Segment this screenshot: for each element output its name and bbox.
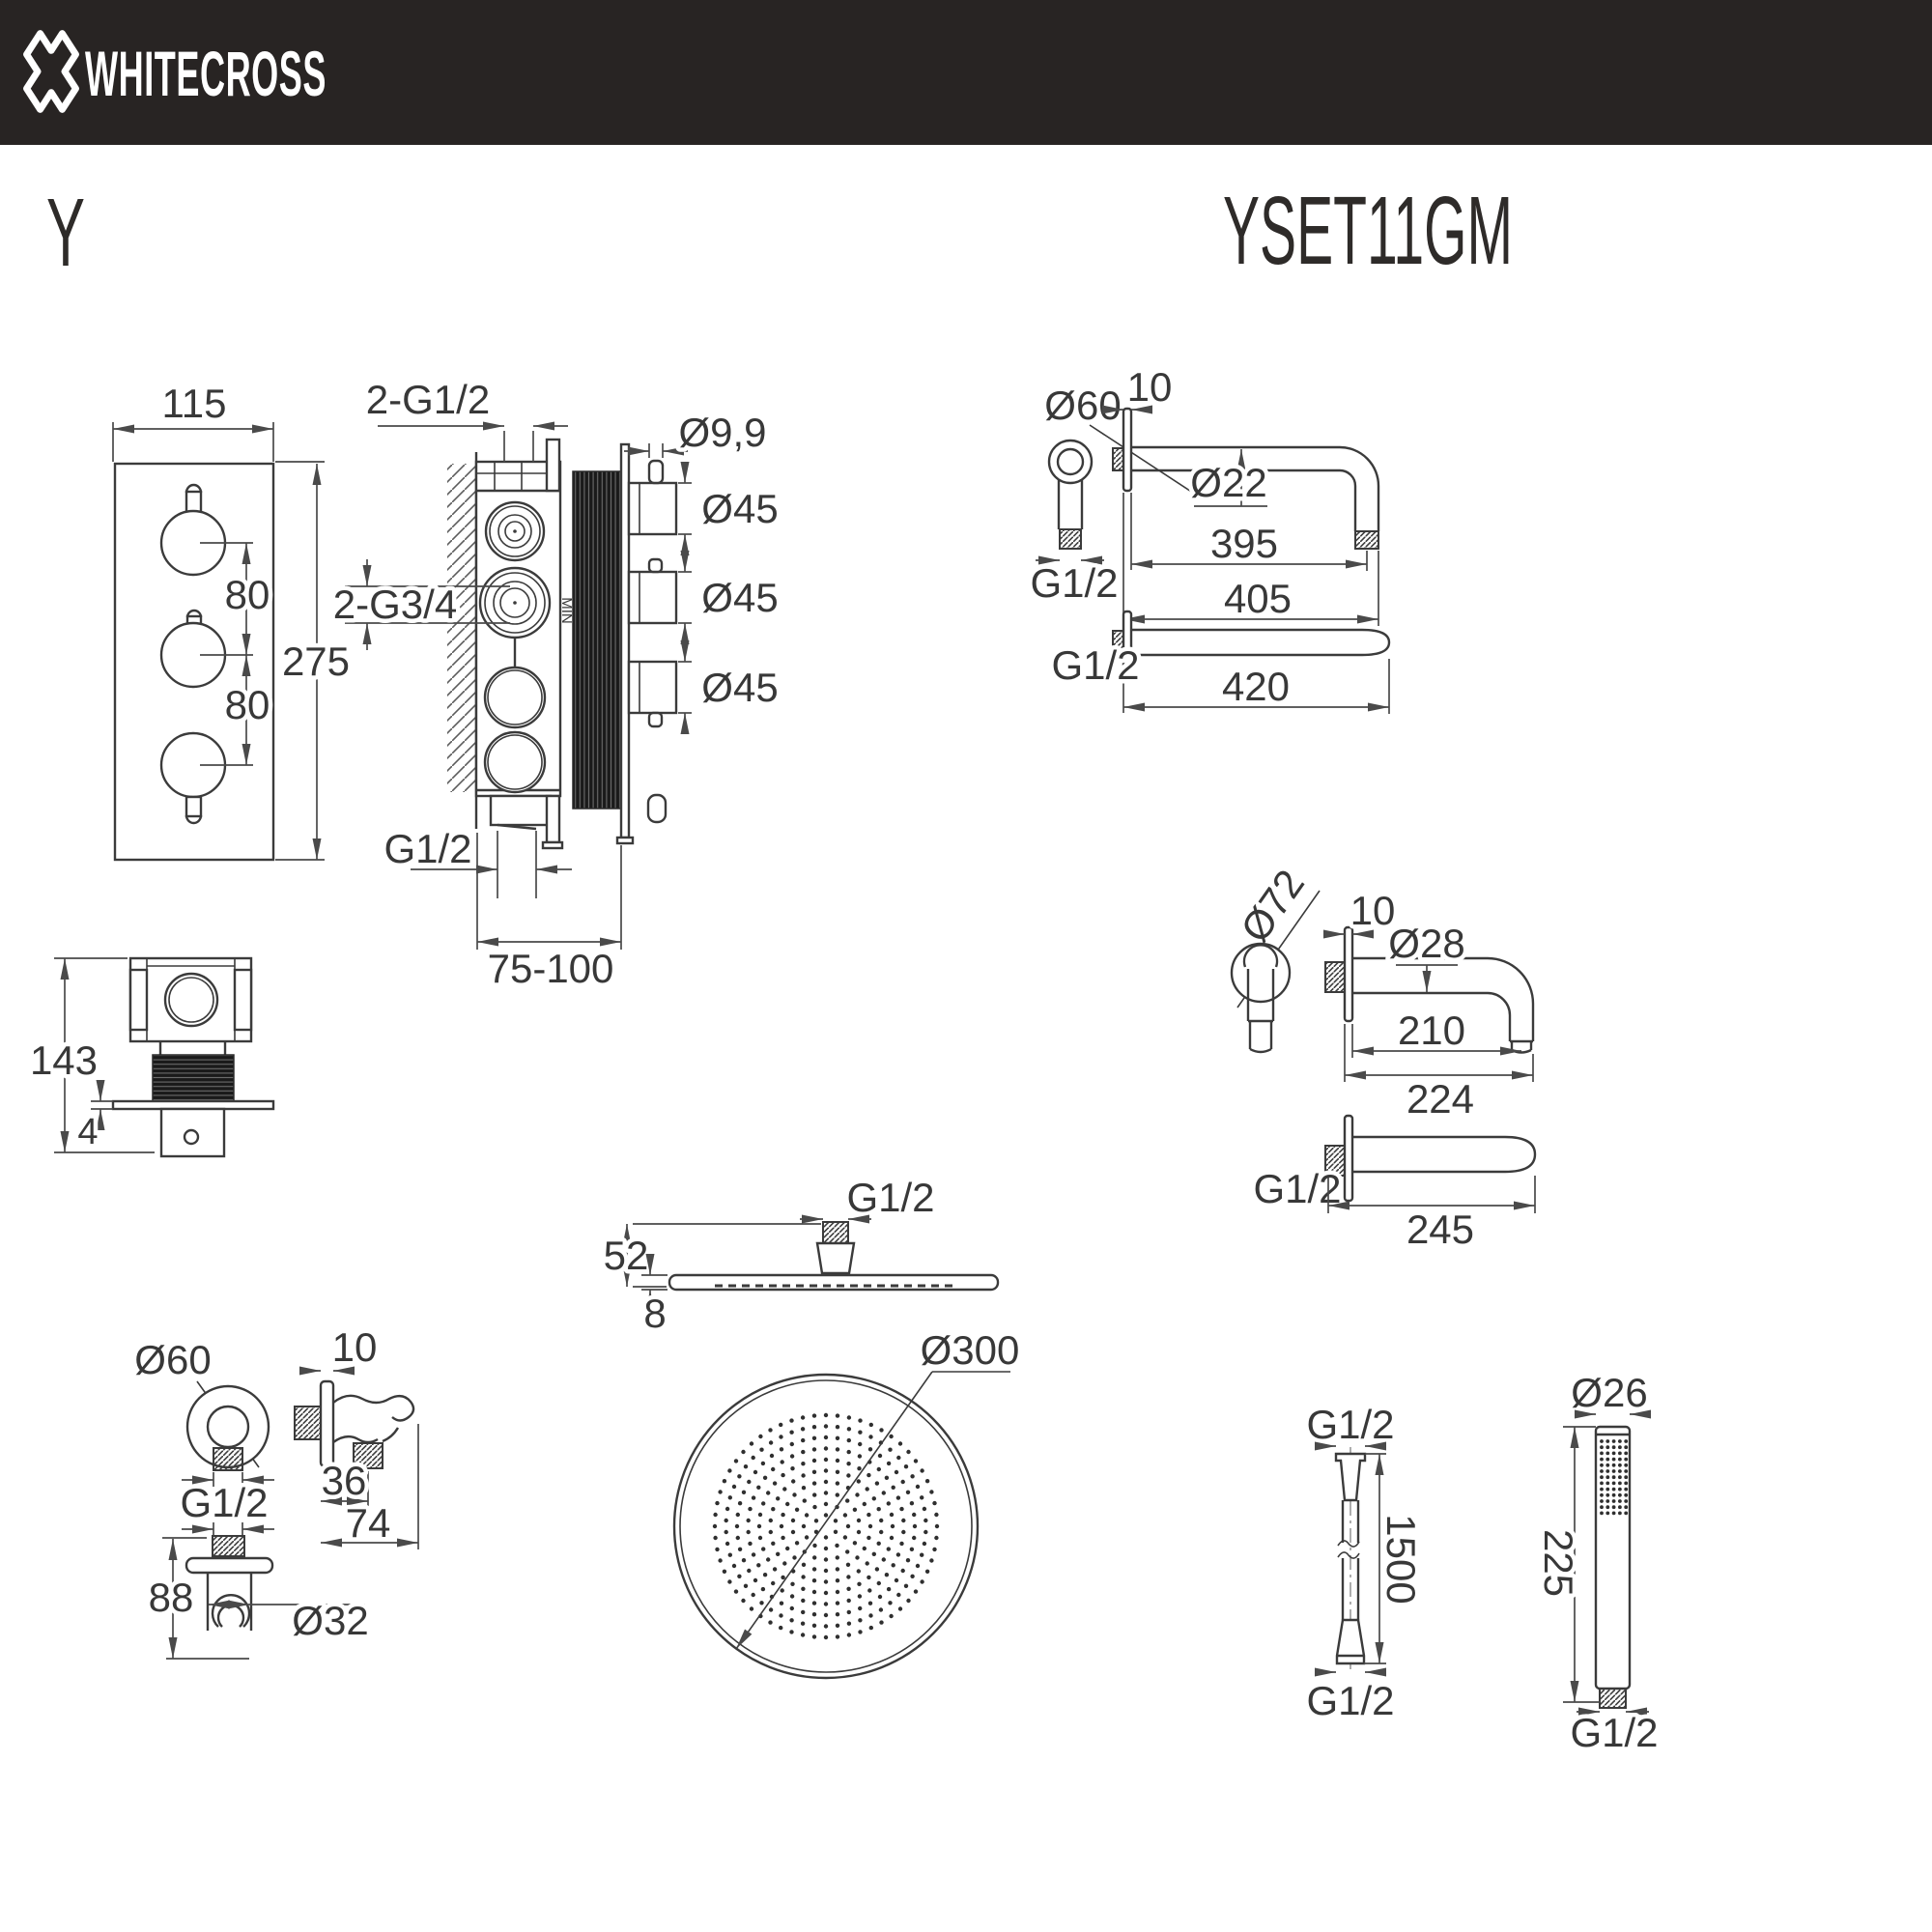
dim-bottom-outlet: G1/2	[384, 826, 471, 871]
dim-outlet-thread: G1/2	[180, 1480, 268, 1525]
dim-head-thickness: 8	[643, 1291, 666, 1336]
dim-arm-length: 405	[1224, 576, 1292, 621]
dim-plate-thickness: 4	[77, 1112, 98, 1152]
wall-hatch	[447, 464, 476, 792]
outlet-escutcheon	[185, 1556, 274, 1575]
valve-body-port	[163, 972, 219, 1028]
dim-outlet-stub: 36	[322, 1458, 367, 1503]
dim-outlet-height: 88	[149, 1575, 194, 1620]
dim-ceiling-arm-length: 420	[1222, 664, 1290, 709]
arm-wall-plate	[1122, 407, 1133, 493]
dim-head-diameter: Ø300	[921, 1327, 1020, 1373]
min-marking: MIN	[558, 597, 575, 624]
head-disc	[668, 1273, 1000, 1292]
head-nozzles	[712, 1412, 940, 1640]
product-series: Y	[46, 179, 85, 287]
dim-outlet-wall: 10	[332, 1324, 378, 1370]
dim-valve-height: 275	[282, 639, 350, 684]
dim-straight-spout-length: 245	[1406, 1207, 1474, 1252]
dim-holder-hook: Ø32	[292, 1598, 368, 1643]
dim-knob2-diameter: Ø45	[701, 575, 778, 620]
dim-stem-diameter: Ø9,9	[678, 410, 766, 455]
header-background	[0, 0, 1932, 145]
outlet-wall-plate	[319, 1379, 335, 1468]
dim-outlet-depth: 74	[346, 1500, 391, 1546]
dim-head-thread: G1/2	[846, 1175, 934, 1220]
brand-logo-x-icon	[27, 34, 76, 110]
dim-ceiling-arm-thread: G1/2	[1051, 642, 1139, 688]
dim-spout-flange: Ø72	[1232, 862, 1313, 951]
dim-knob3-diameter: Ø45	[701, 665, 778, 710]
depth-adjust-sleeve	[572, 470, 627, 810]
valve-side-drawing: MIN 2-G1/2 2-G3/4 Ø9,9 Ø45 Ø45	[328, 373, 782, 996]
dim-valve-width: 115	[162, 381, 227, 426]
dim-arm-reach: 395	[1210, 521, 1278, 566]
spout-wall-plate	[1343, 925, 1354, 1023]
handshower-nozzles	[1600, 1439, 1629, 1516]
dim-wall-depth: 75-100	[488, 946, 614, 991]
dim-spout-length: 224	[1406, 1076, 1474, 1122]
trim-plate-edge	[619, 442, 631, 839]
dim-hose-length: 1500	[1378, 1514, 1424, 1604]
spout-flange	[1230, 942, 1292, 1004]
product-code: YSET11GM	[1223, 177, 1513, 285]
valve-front-drawing: 115 275 80 80	[112, 377, 355, 862]
head-face	[672, 1373, 980, 1680]
dim-knob-pitch-bottom: 80	[225, 682, 270, 727]
dim-knob-pitch-top: 80	[225, 572, 270, 617]
dim-knob1-diameter: Ø45	[701, 486, 778, 531]
dim-arm-tube: Ø22	[1190, 460, 1266, 505]
shower-head-face-drawing: Ø300	[672, 1323, 1024, 1680]
dim-body-height: 143	[30, 1037, 98, 1083]
dim-spout-tube: Ø28	[1388, 921, 1464, 966]
hand-shower-drawing: Ø26 G1/2 225	[1532, 1366, 1663, 1760]
arm-flange	[1047, 439, 1094, 485]
dim-arm-flange: Ø60	[1044, 383, 1121, 428]
wall-outlet-drawing: Ø60 G1/2 10 36 74	[130, 1321, 419, 1660]
shower-arm-drawing: Ø60 G1/2 10 Ø22 395 405 G1/2	[1026, 360, 1391, 714]
dim-outlet-flange: Ø60	[134, 1337, 211, 1382]
dim-head-height: 52	[604, 1233, 649, 1278]
body-thread	[152, 1054, 235, 1102]
valve-body-drawing: 143 4	[25, 956, 275, 1158]
straight-spout-plate	[1343, 1114, 1354, 1203]
dim-arm-wall: 10	[1127, 364, 1173, 410]
dim-spout-wall: 10	[1350, 888, 1396, 933]
shower-head-side-drawing: G1/2 52 8	[599, 1171, 1000, 1341]
hose-drawing: G1/2 1500 G1/2	[1302, 1398, 1429, 1728]
dim-handshower-thread: G1/2	[1570, 1710, 1658, 1755]
dim-arm-thread: G1/2	[1030, 560, 1118, 606]
header-bar: WHITECROSS	[0, 0, 1932, 145]
dim-hose-thread-top: G1/2	[1306, 1402, 1394, 1447]
dim-top-ports: 2-G1/2	[366, 377, 490, 422]
dim-hose-thread-bottom: G1/2	[1306, 1678, 1394, 1723]
dim-mid-ports: 2-G3/4	[333, 582, 457, 627]
dim-handshower-length: 225	[1536, 1529, 1581, 1597]
brand-name: WHITECROSS	[85, 38, 327, 109]
valve-ports	[478, 500, 552, 794]
dim-handshower-diameter: Ø26	[1571, 1370, 1647, 1415]
dim-spout-reach: 210	[1398, 1008, 1465, 1053]
holder-hook	[211, 1594, 251, 1628]
wall-spout-drawing: Ø72 10 Ø28 210 224 G1/2	[1228, 857, 1537, 1257]
